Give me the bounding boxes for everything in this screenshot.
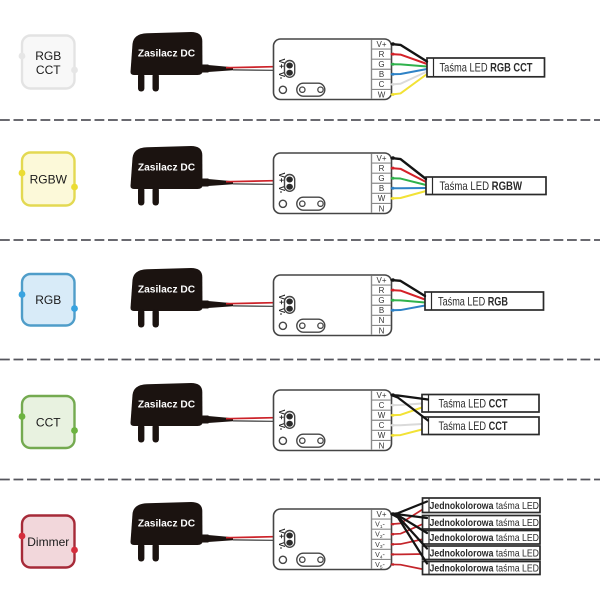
svg-text:V-: V- (277, 542, 286, 550)
svg-text:Jednokolorowa taśma LED: Jednokolorowa taśma LED (430, 564, 540, 575)
svg-text:V+: V+ (376, 391, 386, 400)
svg-text:R: R (379, 50, 385, 59)
svg-text:N: N (379, 316, 385, 325)
svg-text:CCT: CCT (36, 63, 61, 77)
svg-text:V+: V+ (376, 40, 386, 49)
svg-text:V2-: V2- (375, 532, 385, 540)
svg-text:V-: V- (277, 308, 286, 316)
svg-text:Taśma LED RGB CCT: Taśma LED RGB CCT (440, 61, 534, 75)
svg-text:Jednokolorowa taśma LED: Jednokolorowa taśma LED (430, 548, 540, 559)
svg-text:Taśma LED RGB: Taśma LED RGB (438, 294, 508, 308)
svg-text:Zasilacz DC: Zasilacz DC (138, 48, 196, 59)
svg-text:C: C (379, 80, 385, 89)
svg-text:V-: V- (277, 423, 286, 431)
svg-text:W: W (378, 90, 386, 99)
svg-text:G: G (378, 174, 384, 183)
svg-text:V+: V+ (277, 294, 286, 304)
svg-text:N: N (379, 441, 385, 450)
svg-text:R: R (379, 286, 385, 295)
svg-text:V-: V- (277, 186, 286, 194)
svg-text:Jednokolorowa taśma LED: Jednokolorowa taśma LED (430, 518, 540, 529)
svg-text:B: B (379, 306, 384, 315)
svg-text:V+: V+ (277, 172, 286, 182)
svg-text:Jednokolorowa taśma LED: Jednokolorowa taśma LED (430, 501, 540, 512)
svg-text:Zasilacz DC: Zasilacz DC (138, 399, 196, 410)
svg-text:N: N (379, 204, 385, 213)
svg-text:G: G (378, 296, 384, 305)
svg-text:V+: V+ (376, 154, 386, 163)
svg-text:R: R (379, 164, 385, 173)
svg-text:RGB: RGB (35, 49, 61, 63)
svg-text:V+: V+ (277, 58, 286, 68)
svg-text:V5-: V5- (375, 562, 385, 570)
svg-text:B: B (379, 184, 384, 193)
svg-text:Zasilacz DC: Zasilacz DC (138, 284, 196, 295)
svg-text:W: W (378, 411, 386, 420)
svg-text:V4-: V4- (375, 552, 385, 560)
svg-text:Taśma LED CCT: Taśma LED CCT (439, 419, 509, 433)
svg-text:Taśma LED RGBW: Taśma LED RGBW (440, 179, 523, 193)
svg-text:Taśma LED CCT: Taśma LED CCT (439, 397, 509, 411)
svg-text:V-: V- (277, 72, 286, 80)
svg-text:G: G (378, 60, 384, 69)
svg-text:N: N (379, 326, 385, 335)
svg-text:RGB: RGB (35, 293, 61, 307)
svg-text:Jednokolorowa taśma LED: Jednokolorowa taśma LED (430, 533, 540, 544)
svg-text:Dimmer: Dimmer (27, 535, 69, 549)
svg-text:V+: V+ (376, 276, 386, 285)
svg-text:V+: V+ (277, 528, 286, 538)
svg-text:W: W (378, 431, 386, 440)
svg-text:V+: V+ (376, 510, 386, 519)
svg-text:W: W (378, 194, 386, 203)
svg-text:C: C (379, 421, 385, 430)
svg-text:CCT: CCT (36, 415, 61, 429)
svg-text:V+: V+ (277, 409, 286, 419)
svg-text:C: C (379, 401, 385, 410)
svg-text:V3-: V3- (375, 542, 385, 550)
svg-text:B: B (379, 70, 384, 79)
svg-text:RGBW: RGBW (30, 172, 68, 186)
svg-text:V1-: V1- (375, 522, 385, 530)
svg-text:Zasilacz DC: Zasilacz DC (138, 518, 196, 529)
svg-text:Zasilacz DC: Zasilacz DC (138, 162, 196, 173)
